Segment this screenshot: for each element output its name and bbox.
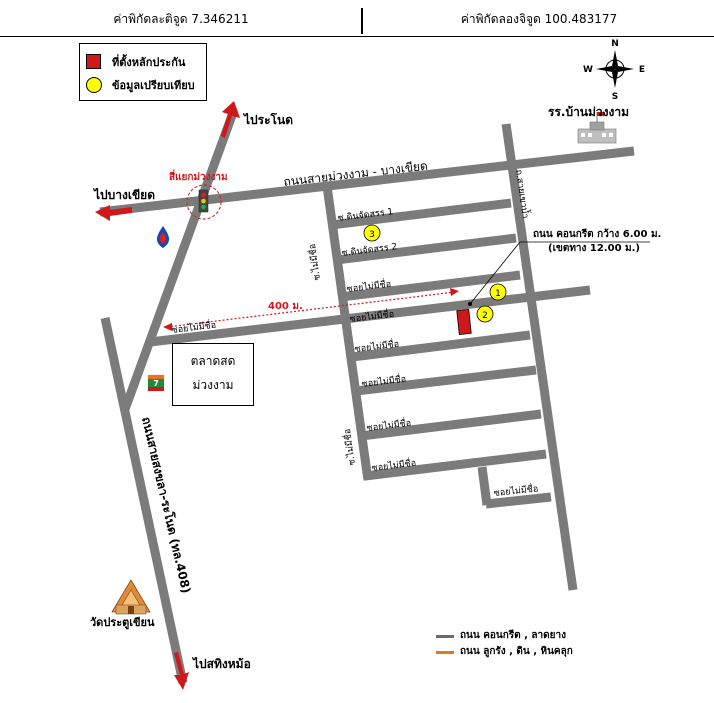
arrow-to-ranod-icon [221, 101, 240, 138]
legend-compare-label: ข้อมูลเปรียบเทียบ [112, 79, 195, 92]
header-divider [361, 8, 363, 34]
marker-1-label: 1 [495, 289, 501, 299]
market-line-1: ตลาดสด [190, 354, 236, 368]
soi-noname-b [351, 330, 531, 362]
label-to-sathing-mo: ไปสทิงหม้อ [191, 656, 251, 671]
longitude-text: ค่าพิกัดลองจิจูด 100.483177 [460, 12, 618, 26]
ptt-gas-station-icon [156, 226, 170, 248]
comparable-marker-2 [476, 305, 494, 323]
soi-noname-d [360, 409, 542, 441]
road-muang-ngam-bang-khiat [99, 146, 635, 217]
soi-din-chatsan-2 [335, 233, 517, 265]
legend-concrete-label: ถนน คอนกรีต , ลาดยาง [460, 630, 567, 641]
compass-w: W [583, 65, 593, 75]
marker-2-label: 2 [482, 311, 488, 321]
collateral-square-icon [86, 54, 101, 69]
traffic-light-icon [198, 189, 209, 213]
compass-s: S [612, 92, 618, 102]
label-road-detail-1: ถนน คอนกรีต กว้าง 6.00 ม. [533, 228, 661, 240]
road-network [99, 108, 635, 684]
label-to-bangkhiat: ไปบางเขียด [92, 187, 155, 202]
label-soi-noname-main-east: ซอยไม่มีชื่อ [349, 307, 395, 325]
legend-site-label: ที่ตั้งหลักประกัน [112, 56, 186, 69]
seven-eleven-icon: 7 [147, 374, 165, 392]
comparable-marker-1 [489, 283, 507, 301]
market-line-2: ม่วงงาม [192, 378, 234, 392]
distance-line [166, 291, 456, 328]
label-road-west-upper: ซ.ไม่มีชื่อ [305, 243, 323, 281]
school-building-icon [577, 112, 617, 144]
road-to-ranod [119, 108, 239, 414]
label-road-west-lower: ซ.ไม่มีชื่อ [340, 428, 358, 466]
label-distance: 400 ม. [268, 301, 303, 312]
direction-arrows [95, 101, 240, 690]
latitude-text: ค่าพิกัดละติจูด 7.346211 [113, 12, 249, 26]
label-school: รร.บ้านม่วงงาม [548, 105, 629, 119]
fresh-market-box: ตลาดสด ม่วงงาม [172, 343, 254, 406]
label-junction: สี่แยกม่วงงาม [169, 169, 228, 183]
distance-arrow-right-icon [450, 288, 459, 296]
soi-noname-f [485, 492, 552, 509]
compass-rose-icon: N S E W [583, 39, 645, 102]
callout-line [469, 241, 521, 305]
compass-e: E [639, 65, 645, 75]
distance-arrow-left-icon [163, 323, 172, 331]
arrow-to-sathing-mo-icon [174, 652, 189, 690]
soi-noname-f-link [477, 466, 492, 506]
soi-din-chatsan-1 [330, 198, 512, 230]
concrete-road-swatch [436, 635, 454, 638]
soi-noname-e [364, 449, 547, 481]
label-temple: วัดประตูเขียน [90, 616, 155, 630]
road-sai-khao-bam [501, 123, 578, 591]
compass-n: N [611, 39, 619, 49]
label-to-ranod: ไประโนด [242, 112, 293, 127]
callout-dot [468, 302, 472, 306]
label-road-detail-2: (เขตทาง 12.00 ม.) [548, 243, 640, 254]
svg-text:7: 7 [153, 379, 159, 388]
marker-3-label: 3 [369, 230, 375, 240]
soi-noname-c [355, 365, 537, 396]
coordinates-header: ค่าพิกัดละติจูด 7.346211 ค่าพิกัดลองจิจู… [0, 0, 714, 37]
road-west-vertical [322, 185, 373, 481]
laterite-road-swatch [436, 651, 454, 654]
comparable-markers: 1 2 3 [363, 224, 507, 323]
junction-circle [186, 184, 222, 220]
comparable-circle-icon [86, 77, 102, 93]
collateral-site-marker [456, 308, 472, 336]
legend-laterite-label: ถนน ลูกรัง , ดิน , หินคลุก [460, 646, 573, 657]
map-legend-box: ที่ตั้งหลักประกัน ข้อมูลเปรียบเทียบ [79, 43, 207, 101]
soi-no-name-main [149, 285, 591, 347]
temple-icon [111, 579, 151, 615]
comparable-marker-3 [363, 224, 381, 242]
highway-408 [100, 317, 188, 684]
arrow-to-bangkhiat-icon [95, 205, 132, 221]
